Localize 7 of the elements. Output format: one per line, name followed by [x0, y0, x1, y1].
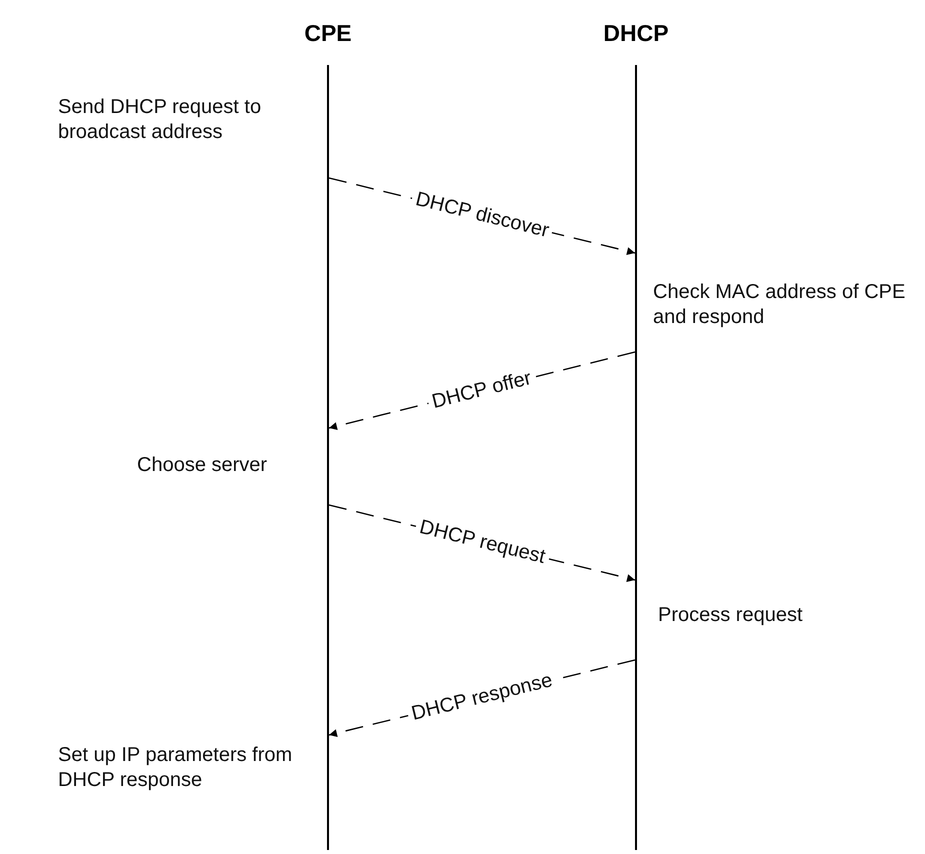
lifeline-heading: CPE: [303, 20, 353, 47]
step-note: Send DHCP request to broadcast address: [58, 95, 262, 145]
step-note: Set up IP parameters from DHCP response: [58, 743, 294, 793]
lifeline-heading: DHCP: [602, 20, 670, 47]
step-note: Check MAC address of CPE and respond: [653, 280, 906, 330]
step-note: Process request: [658, 603, 804, 628]
step-note: Choose server: [137, 453, 268, 478]
